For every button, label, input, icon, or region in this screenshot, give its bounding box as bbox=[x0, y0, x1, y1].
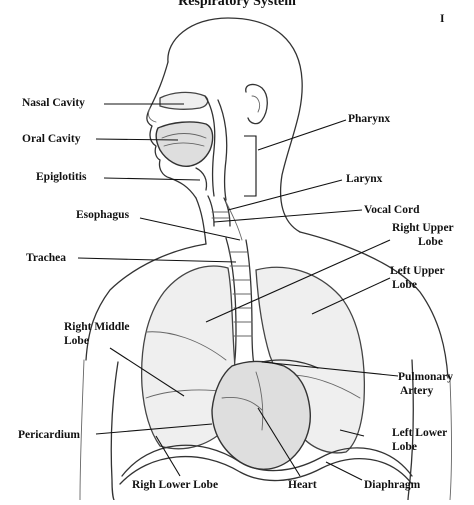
label-epiglottis: Epiglotitis bbox=[36, 171, 87, 183]
page-mark: I bbox=[440, 13, 445, 25]
diagram-title: Respiratory System bbox=[178, 0, 296, 9]
leader-pulmonary-artery bbox=[261, 361, 399, 377]
right-shoulder bbox=[85, 243, 207, 361]
label-diaphragm: Diaphragm bbox=[364, 479, 421, 491]
diaphragm-shape bbox=[121, 444, 413, 477]
pharynx-shape bbox=[204, 95, 216, 197]
body-outline bbox=[79, 17, 452, 501]
leader-left-lower-lobe bbox=[339, 429, 365, 437]
label-pharynx: Pharynx bbox=[348, 113, 390, 125]
label-right-lower-lobe: Righ Lower Lobe bbox=[132, 479, 218, 491]
label-pericardium: Pericardium bbox=[18, 429, 80, 441]
ear bbox=[245, 83, 268, 125]
leader-right-lower-lobe bbox=[155, 435, 181, 477]
leader-lines bbox=[77, 103, 399, 481]
label-trachea: Trachea bbox=[26, 252, 66, 264]
label-right-upper-lobe-line1: Right Upper bbox=[392, 222, 454, 234]
label-heart: Heart bbox=[288, 479, 317, 491]
label-pulmonary-artery-line1: Pulmonary bbox=[398, 371, 453, 383]
leader-pericardium bbox=[95, 423, 213, 435]
leader-right-middle-lobe bbox=[109, 347, 185, 397]
label-left-lower-lobe-line2: Lobe bbox=[392, 441, 417, 453]
leader-oral-cavity bbox=[95, 138, 179, 141]
leader-diaphragm bbox=[325, 461, 363, 481]
leader-larynx bbox=[227, 179, 343, 211]
head-outline bbox=[167, 17, 303, 233]
left-lung bbox=[255, 266, 365, 454]
label-nasal-cavity: Nasal Cavity bbox=[22, 97, 85, 109]
label-oral-cavity: Oral Cavity bbox=[22, 133, 81, 145]
pulmonary-artery-shape bbox=[261, 359, 319, 369]
nasal-cavity-shape bbox=[159, 91, 209, 110]
left-shoulder bbox=[299, 231, 449, 379]
labels: Nasal Cavity Oral Cavity Epiglotitis Eso… bbox=[18, 97, 454, 491]
label-larynx: Larynx bbox=[346, 173, 383, 185]
leader-trachea bbox=[77, 257, 237, 263]
torso-right-side bbox=[110, 361, 119, 501]
leader-vocal-cord bbox=[213, 209, 363, 223]
leader-heart bbox=[257, 407, 301, 477]
larynx-shape bbox=[207, 195, 215, 227]
label-right-middle-lobe-line2: Lobe bbox=[64, 335, 89, 347]
epiglottis-shape bbox=[195, 167, 208, 191]
label-left-lower-lobe-line1: Left Lower bbox=[392, 427, 447, 439]
label-left-upper-lobe-line2: Lobe bbox=[392, 279, 417, 291]
leader-pharynx bbox=[257, 119, 347, 151]
label-esophagus: Esophagus bbox=[76, 209, 130, 221]
leader-right-upper-lobe bbox=[205, 239, 391, 323]
neck-front bbox=[195, 197, 207, 245]
label-left-upper-lobe-line1: Left Upper bbox=[390, 265, 445, 277]
oral-cavity-shape bbox=[155, 121, 214, 167]
right-lung bbox=[141, 265, 236, 450]
leader-left-upper-lobe bbox=[311, 277, 391, 315]
head-internals bbox=[155, 91, 243, 241]
label-right-upper-lobe-line2: Lobe bbox=[418, 236, 443, 248]
label-right-middle-lobe-line1: Right Middle bbox=[64, 321, 130, 333]
label-vocal-cord: Vocal Cord bbox=[364, 204, 420, 216]
pharynx-bracket bbox=[244, 135, 257, 197]
heart-shape bbox=[211, 360, 311, 470]
leader-epiglottis bbox=[103, 177, 201, 181]
label-pulmonary-artery-line2: Artery bbox=[400, 385, 433, 397]
vocal-cord-shape bbox=[211, 211, 230, 219]
leader-esophagus bbox=[139, 217, 241, 241]
